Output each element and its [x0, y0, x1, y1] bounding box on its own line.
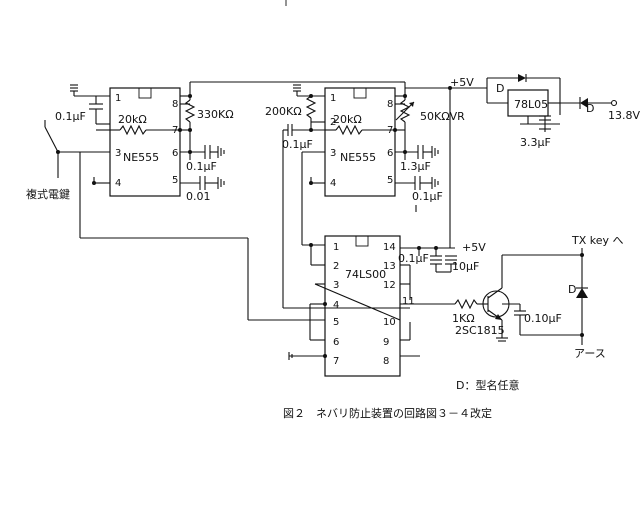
label-transistor: 2SC1815: [455, 324, 505, 337]
label-ground: アース: [574, 347, 606, 360]
ic3-pin1: 1: [333, 242, 339, 253]
ic2-name: NE555: [340, 151, 376, 164]
ic2-pin5: 5: [387, 175, 393, 186]
ic3-pin3: 3: [333, 280, 339, 291]
ic1-name: NE555: [123, 151, 159, 164]
ic2-ne555: 1 8 2 7 3 6 4 5 NE555: [324, 87, 396, 197]
ic1-pin8: 8: [172, 99, 178, 110]
diagram-title: 図２ ネバリ防止装置の回路図３－４改定: [283, 406, 492, 420]
label-c-13uf: 1.3μF: [400, 160, 431, 173]
ic3-pin14: 14: [383, 242, 396, 253]
label-c-01uf-b: 0.1μF: [282, 138, 313, 151]
label-plus5v-top: +5V: [450, 76, 474, 89]
ic3-pin11: 11: [402, 296, 415, 307]
output-section: [454, 248, 588, 345]
label-c-010uf: 0.10μF: [524, 312, 562, 325]
label-r-200k: 200KΩ: [265, 105, 302, 118]
ic3-body: [324, 235, 401, 377]
ic3-pin4: 4: [333, 300, 339, 311]
label-c-01uf-p5b: 0.1μF: [412, 190, 443, 203]
ic2-pin8: 8: [387, 99, 393, 110]
ic2-pin3: 3: [330, 148, 336, 159]
label-r-1k: 1KΩ: [452, 312, 475, 325]
ic3-name: 74LS00: [345, 268, 386, 281]
power-section: [405, 74, 618, 248]
label-13-8v: 13.8V: [608, 109, 640, 122]
ic2-wiring: [282, 81, 439, 308]
ic1-wiring: [70, 81, 400, 239]
ic2-notch: [353, 87, 367, 99]
ic3-pin2: 2: [333, 261, 339, 272]
ic3-pin10: 10: [383, 317, 396, 328]
ic3-wiring: [247, 238, 457, 360]
label-r-20k-b: 20kΩ: [333, 113, 362, 126]
label-c-01uf-left: 0.1μF: [55, 110, 86, 123]
ic3-pin13: 13: [383, 261, 396, 272]
ic3-pin9: 9: [383, 337, 389, 348]
ic1-body: [109, 87, 181, 197]
label-d-right: D: [586, 102, 594, 115]
label-r-20k-a: 20kΩ: [118, 113, 147, 126]
label-regulator: 78L05: [514, 98, 548, 111]
ic1-notch: [138, 87, 152, 99]
ic2-pin1: 1: [330, 93, 336, 104]
ic3-74ls00: 1 14 2 13 3 12 4 11 5 10 9 6 7 8 74LS00: [324, 235, 415, 377]
label-switch: 複式電鍵: [26, 187, 70, 201]
ic1-pin4: 4: [115, 178, 121, 189]
ic2-pin2: 2: [330, 117, 336, 128]
ic3-pin7: 7: [333, 356, 339, 367]
ic2-pin6: 6: [387, 148, 393, 159]
ic3-pin6: 6: [333, 337, 339, 348]
label-c-33uf: 3.3μF: [520, 136, 551, 149]
ic2-pin4: 4: [330, 178, 336, 189]
ic3-pin5: 5: [333, 317, 339, 328]
component-labels: 0.1μF 20kΩ 330KΩ 0.1μF 0.01 複式電鍵 200KΩ 2…: [26, 76, 640, 420]
ic3-notch: [355, 235, 369, 247]
label-d-tx: D: [568, 283, 576, 296]
label-c-001: 0.01: [186, 190, 211, 203]
label-d-top: D: [496, 82, 504, 95]
label-r-330k: 330KΩ: [197, 108, 234, 121]
label-c-10uf: 10μF: [452, 260, 479, 273]
ic1-pin1: 1: [115, 93, 121, 104]
ic3-pin12: 12: [383, 280, 396, 291]
ic1-pin5: 5: [172, 175, 178, 186]
ic1-pin3: 3: [115, 148, 121, 159]
label-c-01uf-74: 0.1μF: [398, 252, 429, 265]
label-txkey: TX key へ: [571, 234, 624, 247]
key-switch[interactable]: [44, 120, 80, 178]
ic2-body: [324, 87, 396, 197]
ic1-pin6: 6: [172, 148, 178, 159]
label-vr-50k: 50KΩVR: [420, 110, 465, 123]
label-c-01uf-p6a: 0.1μF: [186, 160, 217, 173]
ic3-pin8: 8: [383, 356, 389, 367]
ic1-ne555: 1 8 7 3 6 4 5 NE555: [109, 87, 181, 197]
label-plus5v-mid: +5V: [462, 241, 486, 254]
label-note: D：型名任意: [456, 378, 519, 392]
